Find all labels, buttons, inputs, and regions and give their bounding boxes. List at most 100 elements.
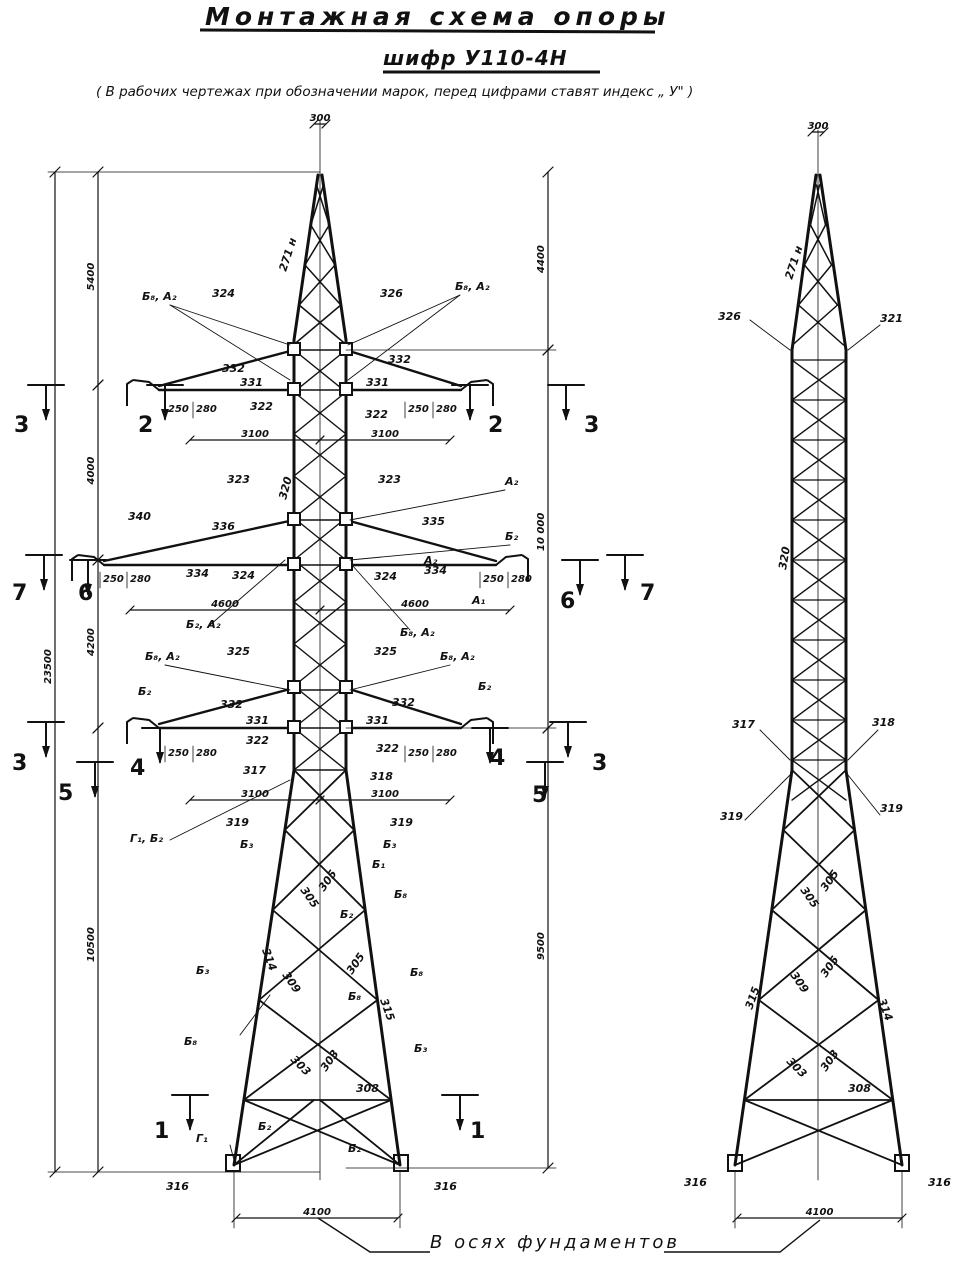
leader-line bbox=[169, 304, 291, 381]
dim-3100-lr-tick bbox=[445, 795, 455, 805]
dim-10000-value: 10 000 bbox=[536, 513, 547, 551]
section-3-left-low-arrowhead bbox=[42, 746, 50, 758]
arm-upper-left-insulator bbox=[126, 379, 160, 406]
side-shaft-brace bbox=[791, 719, 847, 761]
side-leader-line bbox=[847, 729, 879, 761]
part-label-p318: 318 bbox=[370, 770, 393, 783]
mark-B2: Б₂ bbox=[258, 1120, 271, 1133]
arm-middle-right-joint bbox=[339, 512, 353, 526]
side-part-label-p317: 317 bbox=[732, 718, 755, 731]
tower-code: шифр У110-4Н bbox=[383, 46, 568, 70]
leader-line bbox=[351, 564, 411, 631]
part-label-p324: 324 bbox=[232, 569, 255, 582]
arm-middle-right-insulator bbox=[495, 554, 529, 581]
mark-B3: Б₃ bbox=[240, 838, 253, 851]
dim-4100-front-tick bbox=[393, 1213, 403, 1223]
side-part-label-p305: 305 bbox=[818, 867, 842, 894]
section-6-right-label: 6 bbox=[560, 589, 575, 614]
dim-10500-value: 10500 bbox=[86, 927, 97, 962]
base-brace bbox=[242, 999, 379, 1101]
leader-line bbox=[169, 304, 291, 346]
section-7-right-arrowhead bbox=[621, 579, 629, 591]
base-brace bbox=[258, 999, 393, 1101]
dim-4600-mr-tick bbox=[505, 605, 515, 615]
side-base-brace bbox=[757, 909, 867, 1001]
section-3-left-top-arrowhead bbox=[42, 409, 50, 421]
base-brace bbox=[283, 829, 367, 911]
small-dim-value: 280 bbox=[130, 574, 151, 585]
dim-4400-value: 4400 bbox=[536, 245, 547, 274]
mark-A2: А₂ bbox=[423, 554, 438, 567]
mast-brace bbox=[298, 264, 336, 306]
mark-B8A2: Б₈, А₂ bbox=[400, 626, 435, 639]
arm-middle-right-upper bbox=[344, 518, 498, 563]
part-label-p331: 331 bbox=[240, 376, 263, 389]
dim-3100-lr-tick bbox=[315, 795, 325, 805]
part-label-p335: 335 bbox=[422, 515, 445, 528]
section-6-right-arrowhead bbox=[576, 584, 584, 596]
side-part-label-p309: 309 bbox=[788, 969, 812, 996]
part-label-p334: 334 bbox=[424, 564, 447, 577]
section-3-right-low-label: 3 bbox=[592, 751, 607, 776]
mark-B2: Б₂ bbox=[340, 908, 353, 921]
mark-G1B2: Г₁, Б₂ bbox=[130, 832, 163, 845]
side-base-brace bbox=[791, 769, 856, 831]
section-3-left-low-label: 3 bbox=[12, 751, 27, 776]
dim-4000-tick bbox=[92, 379, 104, 391]
side-shaft-brace bbox=[791, 439, 847, 481]
dim-3100-ll-value: 3100 bbox=[241, 789, 269, 800]
small-dim-value: 250 bbox=[168, 748, 189, 759]
dim-300-front-tick bbox=[309, 119, 319, 129]
side-leader-line bbox=[847, 774, 881, 816]
drawing-title: Монтажная схема опоры bbox=[205, 2, 671, 31]
dim-4600-mr-value: 4600 bbox=[400, 599, 429, 610]
part-label-p319: 319 bbox=[390, 816, 413, 829]
mast-leg-0 bbox=[292, 173, 320, 342]
side-part-label-p303: 303 bbox=[818, 1047, 842, 1074]
side-part-label-p316: 316 bbox=[684, 1176, 707, 1189]
section-3-left-top-label: 3 bbox=[14, 413, 29, 438]
base-brace bbox=[258, 909, 367, 1001]
small-dim-value: 250 bbox=[103, 574, 124, 585]
part-label-p322: 322 bbox=[246, 734, 269, 747]
side-leader-line bbox=[749, 319, 791, 351]
mark-B8A2: Б₈, А₂ bbox=[145, 650, 180, 663]
section-3-right-top-label: 3 bbox=[584, 413, 599, 438]
side-part-label-p321: 321 bbox=[880, 312, 903, 325]
dim-300-front-tick bbox=[321, 119, 331, 129]
part-label-p322: 322 bbox=[250, 400, 273, 413]
section-5-left-label: 5 bbox=[58, 781, 73, 806]
mark-B8: Б₈ bbox=[410, 966, 423, 979]
side-shaft-brace bbox=[791, 639, 847, 681]
side-part-label-p314: 314 bbox=[875, 997, 895, 1023]
side-base-brace bbox=[743, 999, 880, 1101]
side-mast-brace bbox=[803, 264, 839, 306]
side-mast-brace bbox=[809, 224, 833, 266]
part-label-p326: 326 bbox=[380, 287, 403, 300]
side-shaft-brace bbox=[791, 679, 847, 721]
side-part-label-p319: 319 bbox=[720, 810, 743, 823]
part-label-p332: 332 bbox=[388, 353, 411, 366]
leader-line bbox=[349, 544, 511, 561]
part-label-p324: 324 bbox=[212, 287, 235, 300]
side-base-brace bbox=[743, 1099, 903, 1166]
mark-B3: Б₃ bbox=[414, 1042, 427, 1055]
mast-brace bbox=[310, 224, 336, 266]
dim-4100-side-tick bbox=[732, 1213, 742, 1223]
section-7-left-arrowhead bbox=[40, 579, 48, 591]
section-3-right-low-arrowhead bbox=[564, 746, 572, 758]
base-brace bbox=[271, 909, 379, 1001]
arm-upper-left-upper bbox=[157, 348, 296, 388]
mark-B3: Б₃ bbox=[383, 838, 396, 851]
mast-brace bbox=[304, 224, 330, 266]
dim-23500-value: 23500 bbox=[43, 649, 54, 684]
small-dim-value: 280 bbox=[436, 404, 457, 415]
leader-line bbox=[239, 994, 271, 1036]
side-base-brace bbox=[782, 829, 867, 911]
part-label-p336: 336 bbox=[212, 520, 235, 533]
side-shaft-brace bbox=[791, 519, 847, 561]
dim-3100-ul-tick bbox=[185, 435, 195, 445]
part-label-p322: 322 bbox=[365, 408, 388, 421]
leader-line bbox=[169, 779, 291, 841]
